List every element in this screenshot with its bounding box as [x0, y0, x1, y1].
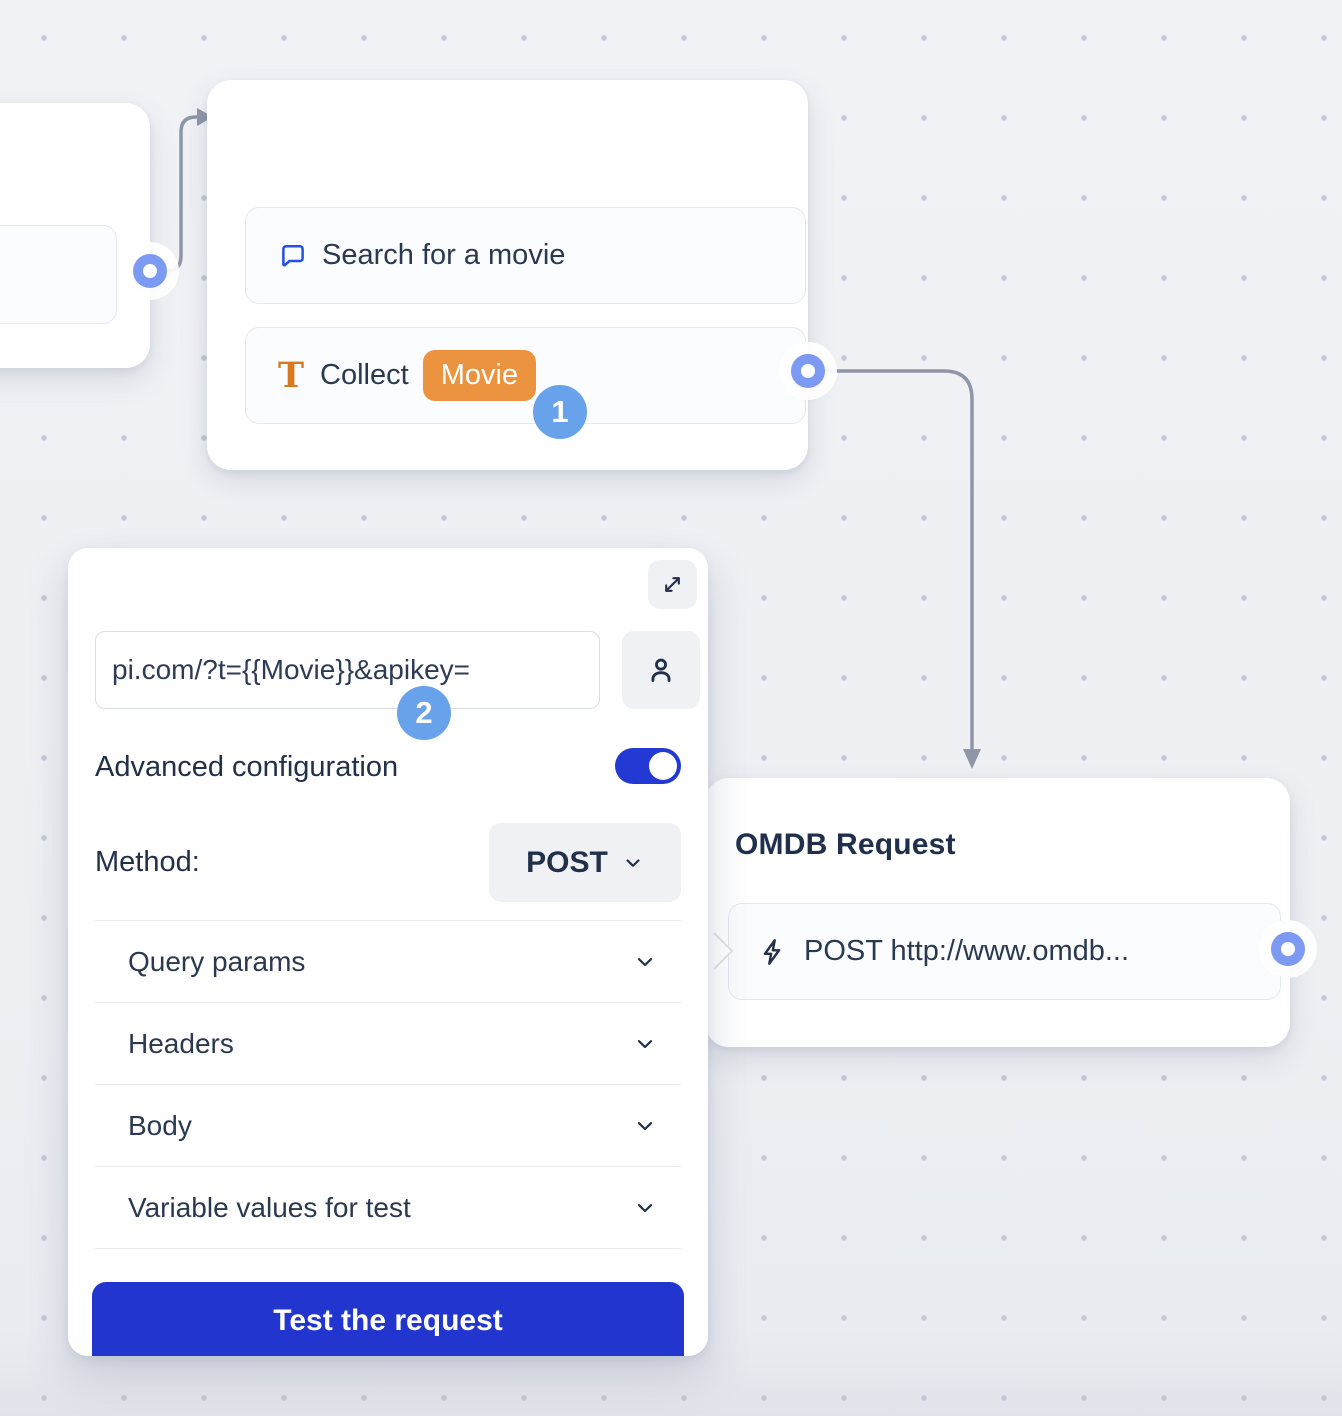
section-label: Headers — [128, 1027, 234, 1059]
connector-movie-to-omdb — [814, 369, 974, 752]
collect-item-label: Collect — [320, 359, 409, 391]
chevron-down-icon — [622, 852, 644, 874]
variables-button[interactable] — [622, 631, 700, 709]
chevron-down-icon — [633, 1196, 657, 1220]
webhook-config-panel: 2 Advanced configuration Method: POST Qu… — [68, 548, 708, 1356]
variable-badge[interactable]: Movie — [422, 349, 537, 402]
webhook-item[interactable]: POST http://www.omdb... — [728, 903, 1281, 1000]
arrowhead-down — [963, 749, 981, 769]
section-body[interactable]: Body — [95, 1085, 681, 1167]
connector-left-to-movie — [148, 115, 200, 273]
section-label: Query params — [128, 945, 306, 977]
node-title: OMDB Request — [735, 828, 956, 861]
movie-search-node[interactable]: Movie search Search for a movie T Collec… — [207, 80, 808, 470]
section-query-params[interactable]: Query params — [95, 921, 681, 1003]
method-value: POST — [526, 845, 608, 879]
advanced-configuration-toggle[interactable] — [615, 748, 681, 784]
section-label: Body — [128, 1109, 192, 1141]
chevron-down-icon — [633, 1114, 657, 1138]
url-input[interactable] — [95, 631, 600, 709]
advanced-configuration-label: Advanced configuration — [95, 751, 399, 783]
step-badge-2: 2 — [397, 686, 451, 740]
method-label: Method: — [95, 846, 200, 878]
webhook-item-label: POST http://www.omdb... — [804, 935, 1130, 967]
omdb-request-node[interactable]: OMDB Request POST http://www.omdb... — [705, 778, 1290, 1047]
chevron-down-icon — [633, 950, 657, 974]
arrowhead-right — [197, 108, 213, 126]
question-item-label: Search for a movie — [322, 239, 566, 271]
text-field-icon: T — [278, 355, 305, 396]
output-port-partial-node[interactable] — [133, 254, 167, 288]
step-badge-1: 1 — [533, 385, 587, 439]
output-port-omdb[interactable] — [1271, 932, 1305, 966]
section-headers[interactable]: Headers — [95, 1003, 681, 1085]
expand-icon — [659, 571, 686, 598]
toggle-knob — [649, 752, 677, 780]
question-item[interactable]: Search for a movie — [245, 207, 806, 304]
person-icon — [644, 653, 678, 687]
partial-node-item[interactable] — [0, 225, 117, 324]
partial-node[interactable] — [0, 103, 150, 368]
lightning-bolt-icon — [758, 937, 788, 967]
test-request-button[interactable]: Test the request — [92, 1282, 684, 1356]
chat-bubble-icon — [278, 241, 308, 271]
collect-item[interactable]: T Collect Movie — [245, 327, 806, 424]
collapsible-sections: Query params Headers Body Variable value… — [95, 920, 681, 1249]
chevron-down-icon — [633, 1032, 657, 1056]
section-variable-values[interactable]: Variable values for test — [95, 1167, 681, 1249]
output-port-movie-search[interactable] — [791, 354, 825, 388]
method-dropdown[interactable]: POST — [489, 823, 681, 902]
expand-button[interactable] — [648, 560, 697, 609]
section-label: Variable values for test — [128, 1191, 411, 1223]
